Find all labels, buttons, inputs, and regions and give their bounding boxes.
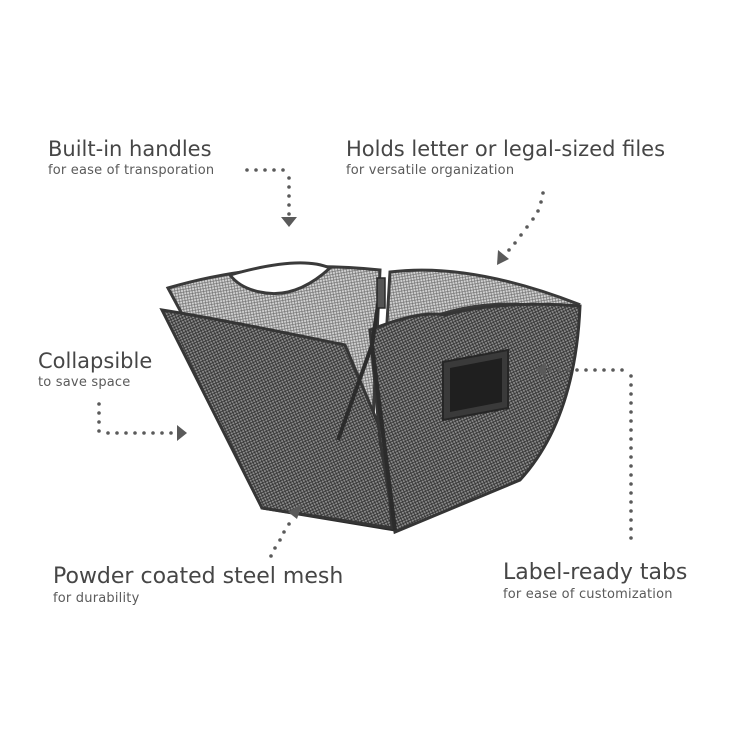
right-side-panel — [368, 302, 582, 535]
callout-collapsible: Collapsible to save space — [38, 348, 152, 391]
callout-subtitle: for ease of transporation — [48, 163, 215, 178]
callout-built-in-handles: Built-in handles for ease of transporati… — [48, 136, 214, 179]
callout-steel-mesh: Powder coated steel mesh for durability — [53, 564, 343, 607]
callout-label-tabs: Label-ready tabs for ease of customizati… — [503, 560, 687, 603]
callout-subtitle: to save space — [38, 375, 131, 390]
collapsible-hinge — [336, 277, 397, 531]
left-side-panel — [159, 308, 394, 530]
handle-cutout-icon — [227, 261, 333, 296]
callout-title: Label-ready tabs — [503, 560, 688, 585]
callout-title: Powder coated steel mesh — [53, 564, 344, 589]
callout-subtitle: for durability — [53, 591, 140, 606]
callout-holds-files: Holds letter or legal-sized files for ve… — [346, 136, 665, 179]
callout-subtitle: for ease of customization — [503, 587, 673, 602]
callout-subtitle: for versatile organization — [346, 163, 515, 178]
label-tab — [442, 348, 509, 422]
callout-title: Built-in handles — [48, 137, 212, 161]
callout-title: Holds letter or legal-sized files — [346, 137, 666, 161]
callout-title: Collapsible — [38, 349, 153, 373]
dotted-arrow-icon — [97, 168, 633, 558]
